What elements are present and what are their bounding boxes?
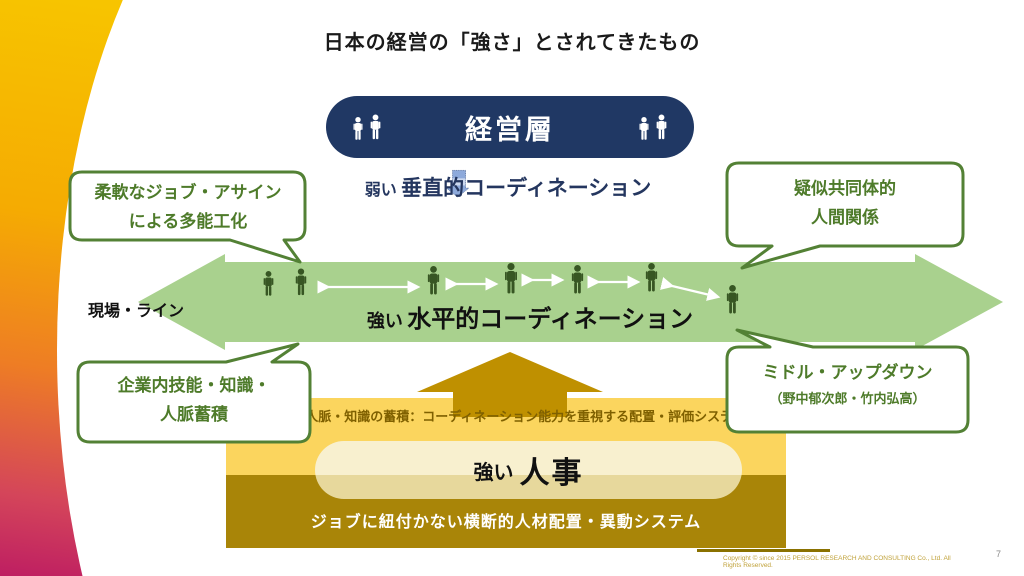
- page-number: 7: [996, 549, 1002, 559]
- field-line-label: 現場・ライン: [88, 303, 185, 320]
- person-icon: [369, 114, 382, 141]
- copyright-text: Copyright © since 2015 PERSOL RESEARCH A…: [723, 555, 951, 569]
- vertical-label: 垂直的コーディネーション: [401, 177, 652, 200]
- vertical-coordination-caption: 弱い 垂直的コーディネーション: [330, 172, 686, 202]
- green-double-arrow: [138, 254, 1003, 350]
- bubble-bottom-right-text: ミドル・アップダウン （野中郁次郎・竹内弘高）: [762, 363, 933, 406]
- management-layer-label: 経営層: [465, 114, 555, 145]
- hr-pill-label: 人事: [519, 457, 584, 490]
- bubble-top-left-text: 柔軟なジョブ・アサイン による多能工化: [94, 183, 282, 231]
- horizontal-coordination-band: [138, 254, 1003, 350]
- vertical-coordination-arrow: [445, 170, 470, 198]
- horizontal-label: 水平的コーディネーション: [407, 306, 694, 333]
- hr-upper-band-text: 組織内人脈・知識の蓄積：コーディネーション能力を重視する配置・評価システム: [266, 409, 746, 424]
- bubble-bottom-left-text: 企業内技能・知識・ 人脈蓄積: [117, 376, 271, 424]
- person-icon: [655, 114, 668, 141]
- person-icon: [352, 117, 364, 141]
- hr-lower-band-text: ジョブに紐付かない横断的人材配置・異動システム: [310, 514, 702, 531]
- executives-left-group: [352, 114, 382, 141]
- horizontal-qualifier: 強い: [366, 311, 403, 331]
- hr-pill-qualifier: 強い: [473, 461, 514, 484]
- bubble-top-left: [68, 170, 307, 264]
- executives-right-group: [638, 114, 668, 141]
- person-icon: [638, 117, 650, 141]
- hr-up-arrow: [417, 352, 603, 417]
- bubble-bottom-right: [725, 328, 970, 434]
- management-layer-pill: 経営層: [326, 96, 694, 158]
- bubble-top-right-text: 疑似共同体的 人間関係: [794, 179, 896, 227]
- bubble-top-right: [725, 161, 965, 270]
- vertical-qualifier: 弱い: [364, 182, 397, 199]
- strong-hr-pill: 強い 人事: [315, 441, 742, 499]
- slide-title: 日本の経営の「強さ」とされてきたもの: [323, 32, 701, 54]
- coordination-arrows: [317, 273, 721, 301]
- bubble-bottom-left: [76, 342, 312, 444]
- footer-accent-bar: [697, 549, 830, 552]
- horizontal-coordination-caption: 強い 水平的コーディネーション: [330, 299, 730, 334]
